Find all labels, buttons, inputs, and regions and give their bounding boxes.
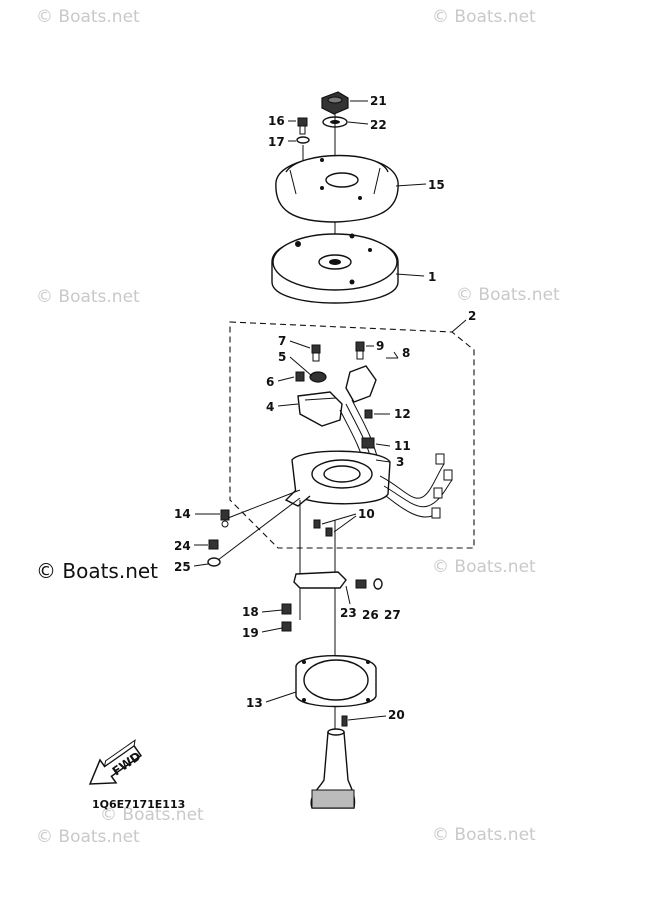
callout-24: 24 xyxy=(174,539,191,553)
cover-screw xyxy=(297,117,308,135)
fwd-arrow-icon xyxy=(88,739,142,785)
callout-19: 19 xyxy=(242,626,259,640)
screws-10 xyxy=(313,519,333,537)
callout-17: 17 xyxy=(268,135,285,149)
flywheel xyxy=(271,233,399,304)
screw-12 xyxy=(364,409,373,419)
callout-3: 3 xyxy=(396,455,404,469)
callout-25: 25 xyxy=(174,560,191,574)
screw-24 xyxy=(208,539,219,550)
nut-26 xyxy=(355,579,367,589)
callout-14: 14 xyxy=(174,507,191,521)
callout-4: 4 xyxy=(266,400,274,414)
watermark: © Boats.net xyxy=(36,287,140,307)
callout-21: 21 xyxy=(370,94,387,108)
clamp-5 xyxy=(309,371,327,383)
charge-coil xyxy=(297,391,343,427)
callout-5: 5 xyxy=(278,350,286,364)
magneto-link xyxy=(293,571,347,589)
callout-6: 6 xyxy=(266,375,274,389)
watermark: © Boats.net xyxy=(432,825,536,845)
callout-7: 7 xyxy=(278,334,286,348)
callout-27: 27 xyxy=(384,608,401,622)
callout-2: 2 xyxy=(468,309,476,323)
cover-screw-washer xyxy=(296,136,310,144)
callout-15: 15 xyxy=(428,178,445,192)
watermark: © Boats.net xyxy=(456,285,560,305)
callout-26: 26 xyxy=(362,608,379,622)
watermark: © Boats.net xyxy=(36,7,140,27)
washer-25 xyxy=(207,557,221,567)
callout-8: 8 xyxy=(402,346,410,360)
gasket-13 xyxy=(295,655,377,708)
screw-14 xyxy=(220,509,230,528)
watermark: © Boats.net xyxy=(36,827,140,847)
callout-16: 16 xyxy=(268,114,285,128)
flywheel-nut xyxy=(321,91,349,115)
nut-19 xyxy=(281,621,292,632)
pulser-coil xyxy=(345,365,377,403)
watermark: © Boats.net xyxy=(432,557,536,577)
callout-18: 18 xyxy=(242,605,259,619)
diagram-code: 1Q6E7171E113 xyxy=(92,798,185,811)
screw-7 xyxy=(311,344,321,362)
callout-9: 9 xyxy=(376,339,384,353)
callout-20: 20 xyxy=(388,708,405,722)
stator-base-plate xyxy=(284,450,391,507)
wire-terminals xyxy=(431,453,453,519)
callout-1: 1 xyxy=(428,270,436,284)
callout-22: 22 xyxy=(370,118,387,132)
watermark-main: © Boats.net xyxy=(36,559,158,583)
flywheel-cover xyxy=(275,154,399,223)
callout-13: 13 xyxy=(246,696,263,710)
washer-27 xyxy=(373,578,383,590)
callout-12: 12 xyxy=(394,407,411,421)
woodruff-key xyxy=(341,715,348,727)
callout-11: 11 xyxy=(394,439,411,453)
screw-9 xyxy=(355,341,365,360)
watermark: © Boats.net xyxy=(100,805,204,825)
callout-10: 10 xyxy=(358,507,375,521)
bolt-18 xyxy=(281,603,292,615)
clamp-11 xyxy=(361,437,375,449)
screw-6 xyxy=(295,371,305,382)
callout-23: 23 xyxy=(340,606,357,620)
watermark: © Boats.net xyxy=(432,7,536,27)
crankshaft xyxy=(310,728,356,809)
